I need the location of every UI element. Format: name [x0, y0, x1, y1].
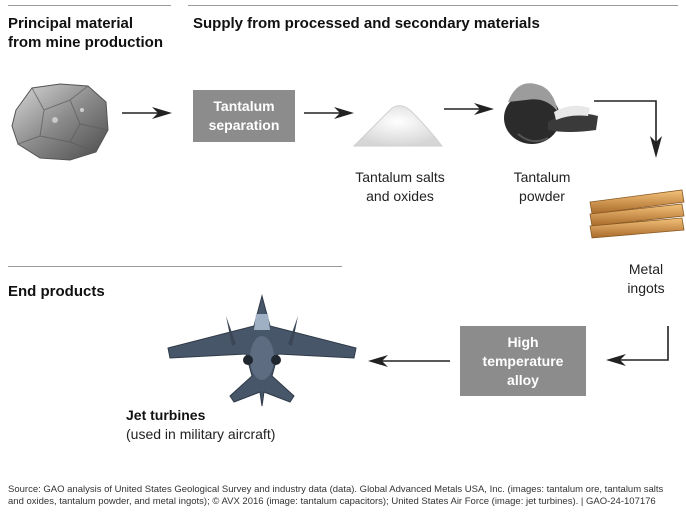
- flow-arrow-salts-to-powder: [444, 103, 494, 115]
- high-temperature-alloy-label: High temperature alloy: [482, 333, 564, 388]
- header-rule-end: [8, 266, 342, 267]
- jet-aircraft-image: [167, 294, 357, 407]
- source-note: Source: GAO analysis of United States Ge…: [8, 484, 664, 507]
- tantalum-salts-label: Tantalum salts and oxides: [355, 169, 445, 204]
- header-mine-production: Principal material from mine production: [8, 15, 163, 51]
- tantalum-separation-box: Tantalum separation: [193, 90, 295, 142]
- tantalum-separation-label: Tantalum separation: [208, 98, 280, 133]
- jet-turbines-label: Jet turbines: [126, 407, 206, 423]
- tantalum-powder-label: Tantalum powder: [513, 169, 571, 204]
- flow-arrow-separation-to-salts: [304, 107, 354, 119]
- flow-arrow-ore-to-separation: [122, 107, 172, 119]
- flow-arrow-powder-to-ingots: [594, 100, 662, 158]
- metal-ingots-image: [589, 189, 685, 239]
- jet-turbines-sublabel: (used in military aircraft): [126, 426, 276, 442]
- tantalum-ore-image: [11, 83, 109, 161]
- header-supply: Supply from processed and secondary mate…: [193, 15, 540, 32]
- high-temperature-alloy-box: High temperature alloy: [460, 326, 586, 396]
- tantalum-powder-image: [504, 83, 598, 144]
- header-rule-supply: [188, 5, 678, 6]
- header-rule-mine: [8, 5, 171, 6]
- flow-arrow-ingots-to-alloy: [606, 326, 669, 366]
- header-end-products: End products: [8, 283, 105, 300]
- flow-arrow-alloy-to-jet: [368, 355, 450, 367]
- metal-ingots-label: Metal ingots: [627, 261, 665, 296]
- tantalum-salts-image: [352, 105, 444, 147]
